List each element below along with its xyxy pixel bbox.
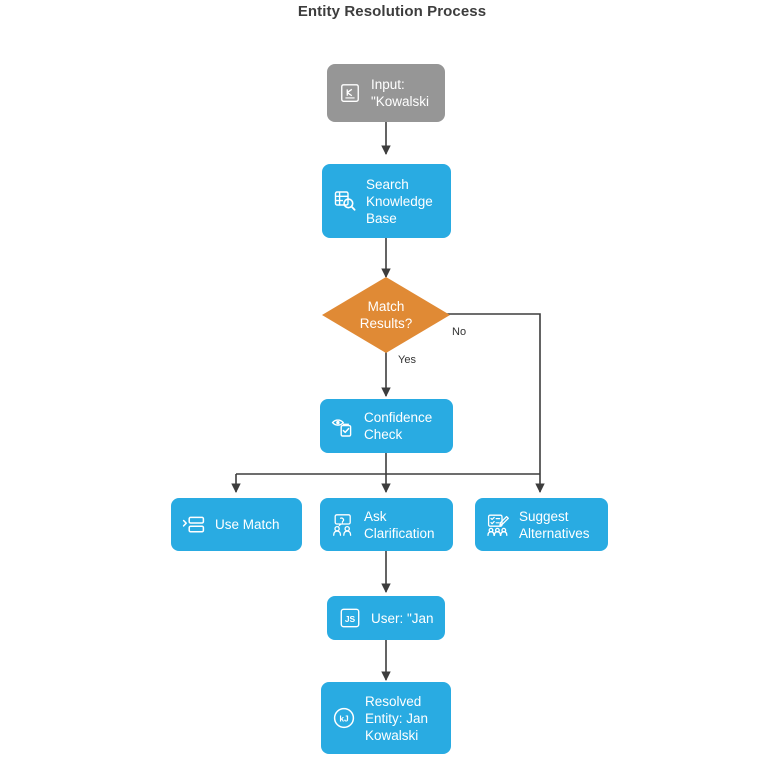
eye-clipboard-check-icon	[330, 413, 356, 439]
node-resolved-entity-label: Resolved Entity: Jan Kowalski	[365, 693, 429, 743]
edge-decision-no-to-suggest	[443, 313, 545, 493]
chat-question-people-icon	[330, 512, 356, 538]
node-input[interactable]: Input: "Kowalski	[327, 64, 445, 122]
page-title: Entity Resolution Process	[297, 3, 487, 20]
node-suggest-alternatives[interactable]: Suggest Alternatives	[475, 498, 608, 551]
node-user-reply-label: User: "Jan	[371, 610, 434, 626]
node-user-reply[interactable]: JS User: "Jan	[327, 596, 445, 640]
checklist-pen-people-icon	[485, 512, 511, 538]
node-search-knowledge-base[interactable]: Search Knowledge Base	[322, 164, 451, 238]
node-use-match[interactable]: Use Match	[171, 498, 302, 551]
node-input-label: Input: "Kowalski	[371, 77, 430, 109]
svg-text:kJ: kJ	[339, 713, 349, 723]
node-resolved-entity[interactable]: kJ Resolved Entity: Jan Kowalski	[321, 682, 451, 754]
node-match-results-decision[interactable]: Match Results?	[322, 277, 450, 353]
list-chevron-icon	[181, 512, 207, 538]
keyboard-key-k-icon	[337, 80, 363, 106]
node-confidence-check-label: Confidence Check	[364, 410, 433, 442]
edge-label-yes: Yes	[398, 354, 416, 366]
kj-circle-badge-icon: kJ	[331, 705, 357, 731]
node-ask-clarification[interactable]: Ask Clarification	[320, 498, 453, 551]
svg-text:JS: JS	[345, 614, 356, 624]
js-badge-icon: JS	[337, 605, 363, 631]
node-ask-clarification-label: Ask Clarification	[364, 508, 435, 541]
node-suggest-alternatives-label: Suggest Alternatives	[519, 508, 590, 541]
diamond-shape	[322, 277, 450, 353]
edge-label-no: No	[452, 326, 467, 338]
node-search-knowledge-base-label: Search Knowledge Base	[366, 176, 433, 226]
node-match-results-label: Match Results?	[359, 299, 413, 331]
node-confidence-check[interactable]: Confidence Check	[320, 399, 453, 453]
database-search-icon	[332, 188, 358, 214]
node-use-match-label: Use Match	[215, 517, 280, 532]
